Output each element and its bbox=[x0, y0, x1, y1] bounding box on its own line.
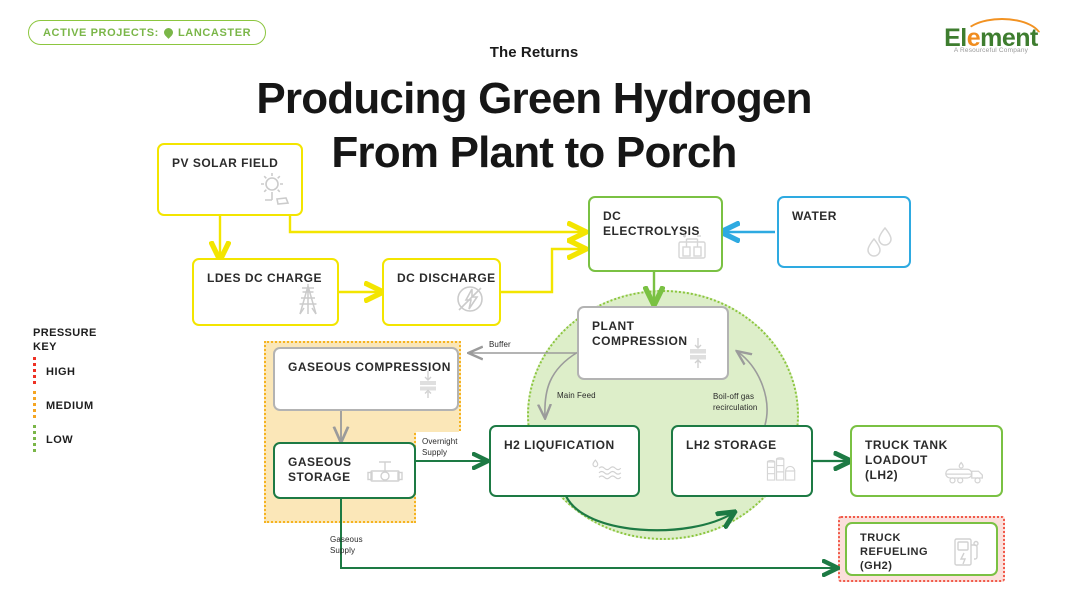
zone-gaseous-seam bbox=[266, 427, 459, 432]
connector-label-buffer: Buffer bbox=[489, 340, 511, 349]
node-dc-discharge[interactable]: DC DISCHARGE bbox=[382, 258, 501, 326]
logo-word-part2: e bbox=[966, 24, 981, 52]
tanker-truck-icon bbox=[940, 451, 992, 489]
logo-arc-icon bbox=[962, 18, 1042, 38]
node-label: LH2 STORAGE bbox=[686, 438, 777, 452]
node-label: LDES DC CHARGE bbox=[207, 271, 323, 285]
node-label: H2 LIQUFICATION bbox=[504, 438, 615, 452]
compressor-icon bbox=[408, 365, 448, 403]
legend-swatch-medium bbox=[33, 390, 36, 421]
legend-item-low: LOW bbox=[33, 423, 143, 457]
node-truck-tank-loadout[interactable]: TRUCK TANK LOADOUT (LH2) bbox=[850, 425, 1003, 497]
wire-discharge-to-electrolysis bbox=[501, 249, 584, 294]
node-h2-liquefaction[interactable]: H2 LIQUFICATION bbox=[489, 425, 640, 497]
wire-liquefaction-to-lh2-storage bbox=[565, 495, 733, 532]
active-projects-badge[interactable]: ACTIVE PROJECTS: LANCASTER bbox=[28, 20, 267, 45]
zone-gaseous-seam-edge bbox=[414, 429, 416, 432]
pressure-key-title-line2: KEY bbox=[33, 340, 57, 353]
sun-solar-panel-icon bbox=[252, 170, 292, 208]
page-title: Producing Green Hydrogen From Plant to P… bbox=[0, 72, 1068, 179]
pressure-key: PRESSURE KEY HIGH MEDIUM LOW bbox=[33, 327, 143, 457]
node-dc-electrolysis[interactable]: DC ELECTROLYSIS bbox=[588, 196, 723, 272]
supertitle: The Returns bbox=[489, 44, 579, 61]
fuel-dispenser-icon bbox=[947, 532, 987, 570]
lightning-circle-icon bbox=[450, 280, 490, 318]
valve-icon bbox=[365, 453, 405, 491]
legend-label-medium: MEDIUM bbox=[46, 399, 94, 412]
legend-swatch-low bbox=[33, 424, 36, 455]
badge-label: ACTIVE PROJECTS: bbox=[43, 26, 159, 39]
wire-pv-to-electrolysis bbox=[288, 216, 584, 232]
legend-label-high: HIGH bbox=[46, 365, 76, 378]
node-lh2-storage[interactable]: LH2 STORAGE bbox=[671, 425, 813, 497]
logo-tagline: A Resourceful Company bbox=[953, 47, 1029, 54]
badge-project-name: LANCASTER bbox=[177, 26, 252, 39]
storage-tanks-icon bbox=[762, 451, 802, 489]
node-label: DC ELECTROLYSIS bbox=[603, 209, 700, 238]
node-water[interactable]: WATER bbox=[777, 196, 911, 268]
pressure-key-title-line1: PRESSURE bbox=[33, 327, 97, 339]
node-label: DC DISCHARGE bbox=[397, 271, 496, 285]
pressure-key-title: PRESSURE KEY bbox=[33, 327, 143, 355]
node-ldes-dc-charge[interactable]: LDES DC CHARGE bbox=[192, 258, 339, 326]
electrolyzer-icon bbox=[672, 226, 712, 264]
node-label: TRUCK TANK LOADOUT (LH2) bbox=[865, 438, 948, 482]
node-gaseous-compression[interactable]: GASEOUS COMPRESSION bbox=[273, 347, 459, 411]
logo-wordmark: Element bbox=[932, 24, 1050, 53]
compressor-icon bbox=[678, 334, 718, 372]
node-label: GASEOUS STORAGE bbox=[288, 455, 352, 484]
node-label: PLANT COMPRESSION bbox=[592, 319, 688, 348]
legend-label-low: LOW bbox=[46, 433, 74, 446]
title-line-1: Producing Green Hydrogen bbox=[256, 74, 812, 123]
connector-label-boil-off: Boil-off gas recirculation bbox=[713, 392, 758, 412]
element-logo[interactable]: Element A Resourceful Company bbox=[932, 14, 1050, 58]
legend-swatch-high bbox=[33, 356, 36, 387]
node-label: PV SOLAR FIELD bbox=[172, 156, 279, 170]
logo-word-part3: ment bbox=[980, 24, 1038, 52]
node-truck-refueling[interactable]: TRUCK REFUELING (GH2) bbox=[845, 522, 998, 576]
wire-boil-off-recirculation bbox=[738, 352, 768, 426]
node-gaseous-storage[interactable]: GASEOUS STORAGE bbox=[273, 442, 416, 499]
legend-item-high: HIGH bbox=[33, 355, 143, 389]
logo-word-part1: El bbox=[944, 24, 967, 52]
node-label: WATER bbox=[792, 209, 837, 223]
node-label: TRUCK REFUELING (GH2) bbox=[860, 532, 929, 572]
power-pylon-icon bbox=[288, 280, 328, 318]
node-plant-compression[interactable]: PLANT COMPRESSION bbox=[577, 306, 729, 380]
wire-main-feed bbox=[545, 351, 579, 417]
liquid-waves-icon bbox=[589, 451, 629, 489]
title-line-2: From Plant to Porch bbox=[331, 127, 737, 177]
node-label: GASEOUS COMPRESSION bbox=[288, 360, 451, 374]
wire-gaseous-supply bbox=[340, 498, 836, 568]
connector-label-overnight-supply: Overnight Supply bbox=[422, 437, 458, 457]
legend-item-medium: MEDIUM bbox=[33, 389, 143, 423]
water-droplets-icon bbox=[860, 222, 900, 260]
node-pv-solar-field[interactable]: PV SOLAR FIELD bbox=[157, 143, 303, 216]
connector-label-main-feed: Main Feed bbox=[557, 391, 596, 400]
connector-label-gaseous-supply: Gaseous Supply bbox=[330, 535, 363, 555]
